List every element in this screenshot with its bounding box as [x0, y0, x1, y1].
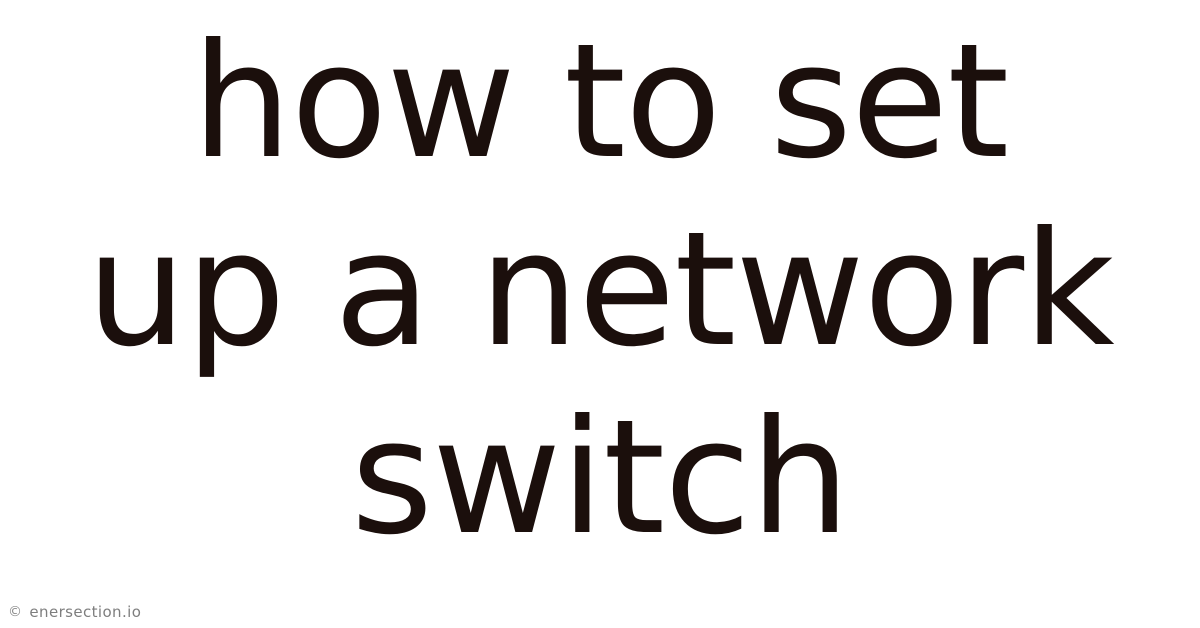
copyright-attribution: © enersection.io: [8, 603, 141, 621]
page-title: how to set up a network switch: [86, 10, 1114, 570]
title-line-2: up a network: [86, 198, 1114, 382]
copyright-icon: ©: [8, 604, 23, 620]
title-line-3: switch: [350, 386, 850, 570]
title-line-1: how to set: [191, 10, 1010, 194]
attribution-label: enersection.io: [29, 603, 142, 621]
